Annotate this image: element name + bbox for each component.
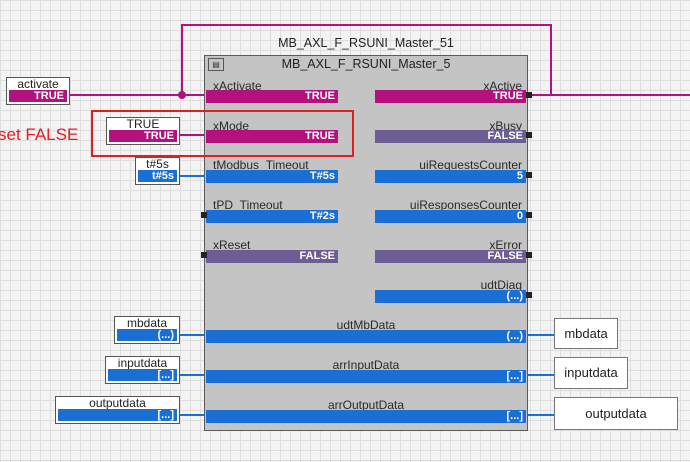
wire-junction [178, 91, 186, 99]
block-type-name: MB_AXL_F_RSUNI_Master_5 [281, 57, 451, 71]
pin-value-arrinputdata[interactable]: [...] [206, 370, 526, 383]
highlight-box [91, 110, 354, 157]
outputdata-out-wire [526, 414, 554, 416]
const-label-timeout: t#5s [146, 157, 169, 171]
pin-value-xactivate[interactable]: TRUE [206, 90, 338, 103]
xactive-feedback-wire-v2 [550, 24, 552, 96]
pin-value-udtdiag[interactable]: (...) [375, 290, 526, 303]
pin-label-tmodbus-timeout: tModbus_Timeout [213, 158, 309, 172]
var-box-outputdata-out[interactable]: outputdata [554, 397, 678, 430]
activate-wire [70, 94, 206, 96]
pin-connector-xbusy[interactable] [526, 132, 532, 138]
pin-value-xreset[interactable]: FALSE [206, 250, 338, 263]
var-label-inputdata-in: inputdata [117, 356, 168, 370]
pin-label-xerror: xError [489, 238, 522, 252]
pin-connector-uirequestscounter[interactable] [526, 172, 532, 178]
var-box-mbdata-out[interactable]: mbdata [554, 318, 618, 349]
instance-name[interactable]: MB_AXL_F_RSUNI_Master_51 [278, 36, 454, 50]
pin-connector-xerror[interactable] [526, 252, 532, 258]
pin-value-xactive[interactable]: TRUE [375, 90, 526, 103]
mbdata-out-wire [526, 334, 554, 336]
var-label-outputdata-in: outputdata [89, 396, 146, 410]
pin-value-xerror[interactable]: FALSE [375, 250, 526, 263]
const-box-timeout[interactable]: t#5s t#5s [135, 157, 180, 185]
var-box-inputdata-in[interactable]: inputdata [...] [105, 356, 180, 384]
pin-label-xbusy: xBusy [489, 119, 522, 133]
var-box-inputdata-out[interactable]: inputdata [554, 357, 628, 389]
xactive-feedback-wire-top [181, 24, 552, 26]
pin-value-xbusy[interactable]: FALSE [375, 130, 526, 143]
const-value-timeout: t#5s [138, 170, 177, 182]
function-block[interactable] [204, 55, 528, 431]
var-value-outputdata-in: [...] [58, 409, 177, 421]
xactive-output-wire [528, 94, 690, 96]
pin-label-uiresponsescounter: uiResponsesCounter [409, 198, 522, 212]
annotation-text: set FALSE [0, 125, 79, 144]
pin-connector-tpd-timeout[interactable] [201, 212, 207, 218]
pin-value-udtmbdata[interactable]: (...) [206, 330, 526, 343]
pin-label-arroutputdata: arrOutputData [327, 398, 405, 412]
outputdata-in-wire [180, 414, 206, 416]
var-value-activate: TRUE [9, 90, 67, 102]
xactive-feedback-wire-v1 [181, 24, 183, 95]
pin-value-tmodbus-timeout[interactable]: T#5s [206, 170, 338, 183]
pin-connector-udtdiag[interactable] [526, 292, 532, 298]
pin-connector-xreset[interactable] [201, 252, 207, 258]
tmodbus-wire [180, 175, 206, 177]
pin-connector-xactive[interactable] [526, 92, 532, 98]
inputdata-in-wire [180, 374, 206, 376]
pin-connector-uiresponsescounter[interactable] [526, 212, 532, 218]
pin-value-uiresponsescounter[interactable]: 0 [375, 210, 526, 223]
const-value-mode: TRUE [109, 130, 177, 142]
pin-label-uirequestscounter: uiRequestsCounter [419, 158, 522, 172]
pin-label-udtdiag: udtDiag [480, 278, 522, 292]
pin-label-tpd-timeout: tPD_Timeout [213, 198, 283, 212]
var-box-activate[interactable]: activate TRUE [6, 77, 70, 105]
fb-icon: ▤ [208, 58, 224, 71]
pin-label-xactivate: xActivate [213, 79, 262, 93]
var-value-inputdata-in: [...] [108, 369, 177, 381]
pin-value-arroutputdata[interactable]: [...] [206, 410, 526, 423]
var-label-mbdata-in: mbdata [126, 316, 168, 330]
var-label-activate: activate [17, 77, 59, 91]
pin-label-xreset: xReset [213, 238, 251, 252]
var-box-outputdata-in[interactable]: outputdata [...] [55, 396, 180, 424]
pin-label-udtmbdata: udtMbData [336, 318, 396, 332]
pin-value-tpd-timeout[interactable]: T#2s [206, 210, 338, 223]
const-label-mode: TRUE [126, 117, 160, 131]
var-box-mbdata-in[interactable]: mbdata (...) [114, 316, 180, 344]
pin-label-arrinputdata: arrInputData [332, 358, 400, 372]
inputdata-out-wire [526, 374, 554, 376]
pin-label-xactive: xActive [483, 79, 522, 93]
mbdata-in-wire [180, 334, 206, 336]
pin-value-uirequestscounter[interactable]: 5 [375, 170, 526, 183]
const-box-mode[interactable]: TRUE TRUE [106, 117, 180, 145]
pin-label-xmode: xMode [213, 119, 250, 133]
var-value-mbdata-in: (...) [117, 329, 177, 341]
xmode-wire [180, 134, 206, 136]
pin-value-xmode[interactable]: TRUE [206, 130, 338, 143]
